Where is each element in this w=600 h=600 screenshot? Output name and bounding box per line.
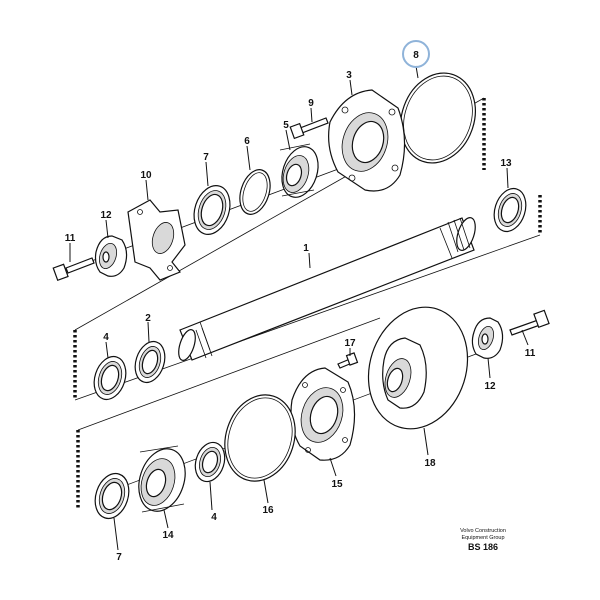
callout-label: 4 xyxy=(211,512,217,523)
flange-housing-15 xyxy=(290,367,356,461)
ring-4-upper xyxy=(93,355,127,401)
cap-washer-12-lower xyxy=(471,317,504,359)
ring-2 xyxy=(134,340,166,384)
callout-label: 4 xyxy=(103,332,109,343)
bolt-11-lower xyxy=(509,309,550,336)
callout-label: 7 xyxy=(203,152,209,163)
bearing-14 xyxy=(138,445,186,513)
yoke-10 xyxy=(127,199,186,281)
callout-label: 8 xyxy=(413,50,419,61)
callout-label: 11 xyxy=(525,348,536,359)
bearing-5 xyxy=(279,143,319,198)
o-ring-16 xyxy=(224,394,296,482)
footer-code: BS 186 xyxy=(468,542,498,552)
snap-ring-6 xyxy=(239,169,271,215)
seal-ring-7-upper xyxy=(193,185,231,235)
callout-label: 11 xyxy=(65,233,76,244)
footer-attribution: Volvo Construction Equipment Group BS 18… xyxy=(460,528,506,552)
callout-label: 10 xyxy=(140,170,152,181)
drive-shaft-1 xyxy=(178,217,476,361)
callout-label: 3 xyxy=(346,70,352,81)
flange-housing-3 xyxy=(328,89,406,192)
callout-8-highlight xyxy=(402,40,430,68)
callout-label: 2 xyxy=(145,313,151,324)
callout-label: 9 xyxy=(308,98,314,109)
screw-9 xyxy=(289,117,329,140)
cap-washer-12-upper xyxy=(94,235,128,277)
callout-label: 18 xyxy=(424,458,436,469)
bolt-11-upper xyxy=(52,257,95,282)
callout-label: 17 xyxy=(344,338,356,349)
seal-ring-13 xyxy=(493,187,527,233)
callout-label: 12 xyxy=(484,381,496,392)
callout-labels: 1 2 3 4 4 5 6 7 7 8 9 10 11 11 12 12 13 … xyxy=(65,50,536,563)
lower-plane-frame xyxy=(76,317,381,510)
callout-label: 1 xyxy=(303,243,309,254)
callout-label: 14 xyxy=(162,530,174,541)
ring-4-lower xyxy=(194,441,226,483)
callout-label: 6 xyxy=(244,136,250,147)
footer-line-1: Volvo Construction xyxy=(460,528,506,534)
callout-label: 12 xyxy=(100,210,112,221)
seal-ring-7-lower xyxy=(94,472,130,520)
callout-label: 15 xyxy=(331,479,343,490)
footer-line-2: Equipment Group xyxy=(461,535,504,541)
callout-label: 7 xyxy=(116,552,122,563)
callout-label: 5 xyxy=(283,120,289,131)
leader-lines xyxy=(69,65,529,551)
screw-17 xyxy=(337,352,359,369)
callout-label: 13 xyxy=(500,158,512,169)
disc-hub-18 xyxy=(367,306,469,430)
o-ring-8 xyxy=(400,72,476,164)
callout-label: 16 xyxy=(262,505,274,516)
